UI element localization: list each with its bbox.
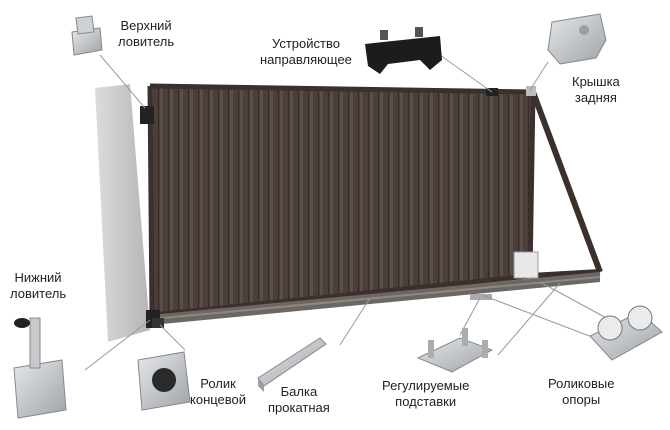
leader-rolled-beam [339, 297, 371, 346]
end-roller-mounted [152, 318, 164, 328]
leader-adjustable-supports-2 [497, 282, 561, 356]
top-catcher-part [71, 15, 103, 56]
leader-guide-device [439, 54, 493, 93]
roller-cart-mounted [513, 251, 539, 279]
bottom-catcher-part [13, 317, 67, 419]
rolled-beam-installed [150, 272, 601, 325]
rolled-beam-part [257, 337, 327, 392]
label-roller-supports: Роликовые опоры [548, 376, 615, 407]
rear-cap-mounted [526, 86, 536, 96]
label-bottom-catcher: Нижний ловитель [10, 270, 67, 301]
gate-tail-frame [529, 90, 603, 279]
label-end-roller: Ролик концевой [190, 376, 247, 407]
top-catcher-mounted [140, 106, 154, 124]
rear-cap-part [547, 13, 607, 65]
leader-roller-supports-1 [481, 294, 601, 341]
label-guide-device: Устройство направляющее [260, 36, 352, 67]
leader-top-catcher [99, 54, 146, 109]
gate-pillar [95, 84, 150, 342]
roller-supports-part [589, 305, 663, 361]
leader-bottom-catcher [84, 319, 151, 371]
label-adjustable-supports: Регулируемые подставки [382, 378, 470, 409]
leader-rear-cap [529, 61, 549, 91]
label-rear-cap: Крышка задняя [572, 74, 620, 105]
label-top-catcher: Верхний ловитель [118, 18, 175, 49]
adjustable-support-mounted [470, 294, 492, 300]
leader-roller-supports-2 [539, 281, 611, 321]
label-rolled-beam: Балка прокатная [268, 384, 330, 415]
leader-lines [84, 54, 611, 371]
end-roller-part [137, 351, 191, 411]
gate-panel [147, 83, 536, 318]
adjustable-supports-part [416, 328, 494, 373]
guide-device-part [365, 27, 442, 74]
leader-end-roller [159, 324, 186, 351]
